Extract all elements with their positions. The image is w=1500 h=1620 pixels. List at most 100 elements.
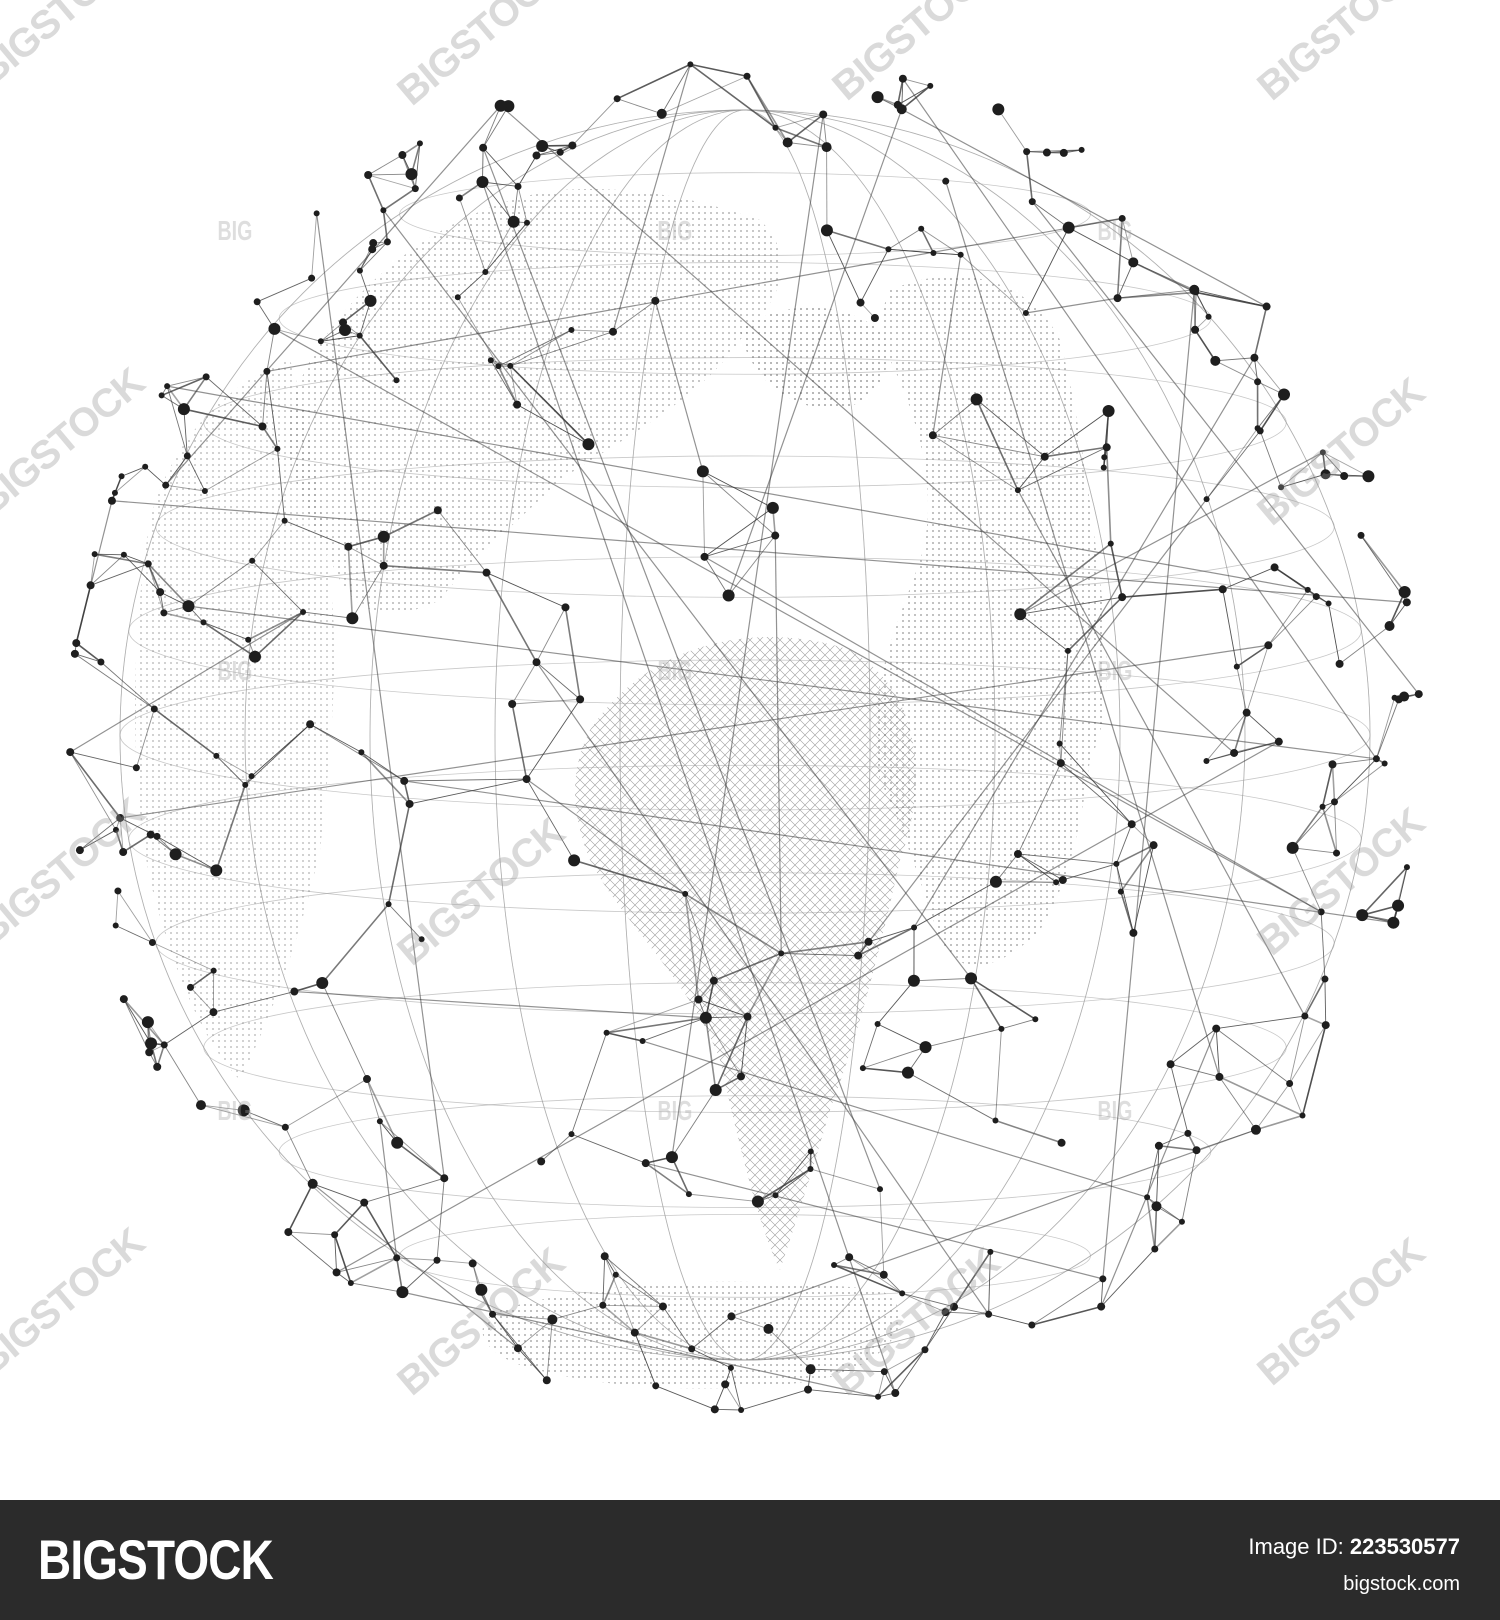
connection-line xyxy=(312,1183,519,1349)
connection-line xyxy=(1001,1018,1036,1030)
network-node xyxy=(1118,214,1126,222)
network-node xyxy=(160,1041,168,1049)
connection-line xyxy=(409,778,527,805)
connection-line xyxy=(359,241,388,271)
network-node xyxy=(468,1259,477,1268)
connection-line xyxy=(517,186,528,223)
connection-line xyxy=(1236,666,1248,713)
network-node xyxy=(709,1083,722,1096)
connection-line xyxy=(115,890,119,926)
network-node xyxy=(1166,1060,1175,1069)
connection-line xyxy=(1334,801,1337,854)
connection-line xyxy=(1115,824,1133,864)
network-node xyxy=(970,393,983,406)
connection-line xyxy=(932,434,1019,491)
connection-line xyxy=(932,254,962,436)
network-node xyxy=(727,1312,736,1321)
network-node xyxy=(306,720,315,729)
network-node xyxy=(248,773,255,780)
connection-line xyxy=(526,778,575,861)
network-node xyxy=(930,249,937,256)
network-node xyxy=(927,82,934,89)
network-node xyxy=(542,1376,551,1385)
connection-line xyxy=(388,903,422,940)
connection-line xyxy=(216,755,246,786)
connection-line xyxy=(740,1016,748,1077)
network-node xyxy=(339,324,352,337)
connection-line xyxy=(612,300,656,333)
connection-line xyxy=(713,980,748,1017)
network-node xyxy=(475,1283,488,1296)
network-node xyxy=(405,168,418,181)
network-node xyxy=(576,695,585,704)
connection-line xyxy=(810,1368,885,1373)
network-node xyxy=(743,72,751,80)
connection-line xyxy=(691,1348,732,1369)
connection-line xyxy=(976,399,1046,458)
connection-line xyxy=(728,109,903,596)
network-node xyxy=(699,1011,712,1024)
connection-line xyxy=(1397,867,1408,906)
network-node xyxy=(771,531,780,540)
network-node xyxy=(150,705,158,713)
connection-line xyxy=(482,105,509,148)
network-node xyxy=(1362,470,1375,483)
connection-line xyxy=(1158,1144,1197,1152)
connection-line xyxy=(1044,446,1107,458)
connection-line xyxy=(724,1384,742,1411)
network-node xyxy=(1058,875,1067,884)
network-node xyxy=(1040,452,1049,461)
connection-line xyxy=(163,1044,202,1106)
network-connections xyxy=(69,63,1420,1411)
connection-line xyxy=(970,977,1003,1030)
network-node xyxy=(112,922,119,929)
network-node xyxy=(356,332,363,339)
connection-line xyxy=(730,1367,742,1411)
connection-line xyxy=(1292,847,1337,854)
network-globe-illustration xyxy=(66,61,1423,1414)
network-node xyxy=(1242,708,1251,717)
connection-line xyxy=(457,271,486,298)
connection-line xyxy=(884,1349,926,1373)
network-node xyxy=(856,298,865,307)
network-node xyxy=(379,561,388,570)
network-node xyxy=(1184,1129,1192,1137)
network-node xyxy=(1022,310,1029,317)
network-node xyxy=(989,875,1002,888)
network-node xyxy=(1398,585,1411,598)
connection-line xyxy=(311,213,318,279)
connection-line xyxy=(1170,1063,1220,1078)
network-node xyxy=(807,1165,814,1172)
network-node xyxy=(1312,593,1320,601)
network-node xyxy=(1203,496,1210,503)
network-node xyxy=(880,1368,888,1376)
connection-line xyxy=(1219,1076,1257,1131)
network-node xyxy=(1212,1024,1221,1033)
connection-line xyxy=(288,1231,335,1236)
connection-line xyxy=(571,1133,646,1164)
connection-line xyxy=(690,63,748,78)
connection-line xyxy=(288,1231,337,1273)
network-node xyxy=(1056,740,1063,747)
connection-line xyxy=(274,328,1322,913)
north-america-shape xyxy=(287,189,782,614)
connection-line xyxy=(1206,428,1258,500)
network-node xyxy=(487,357,494,364)
connection-line xyxy=(704,556,729,596)
connection-line xyxy=(1105,447,1112,544)
connection-line xyxy=(901,78,904,110)
network-node xyxy=(1129,928,1138,937)
network-node xyxy=(556,148,564,156)
connection-line xyxy=(746,953,782,1018)
connection-line xyxy=(481,181,896,1394)
connection-line xyxy=(1292,806,1324,849)
connection-line xyxy=(1117,262,1134,299)
connection-line xyxy=(1233,740,1280,754)
connection-line xyxy=(1255,1083,1290,1131)
connection-line xyxy=(90,554,125,586)
connection-line xyxy=(1206,430,1261,500)
network-node xyxy=(1330,798,1338,806)
network-node xyxy=(1097,1302,1106,1311)
connection-line xyxy=(655,1385,715,1410)
connection-line xyxy=(312,1183,365,1203)
